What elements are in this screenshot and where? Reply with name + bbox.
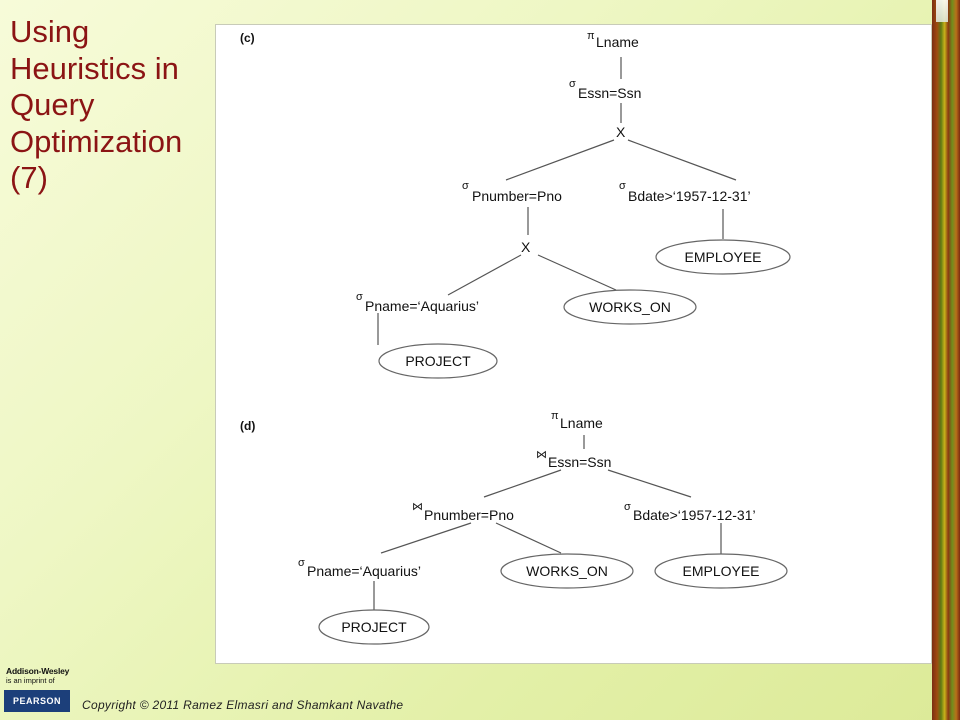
sigma-symbol: σ	[356, 291, 363, 303]
node-works-on: WORKS_ON	[526, 563, 608, 579]
node-project-lname: Lname	[560, 415, 603, 431]
logo-publisher: PEARSON	[4, 690, 70, 712]
node-join-pnumber: Pnumber=Pno	[424, 507, 514, 523]
pi-symbol: π	[587, 30, 595, 42]
copyright-notice: Copyright © 2011 Ramez Elmasri and Shamk…	[82, 698, 404, 712]
relation-ellipse	[655, 239, 791, 275]
node-works-on: WORKS_ON	[589, 299, 671, 315]
tree-c: (c) π Lname σ Essn=Ssn X σ Pnumber=Pno σ…	[240, 30, 791, 379]
node-select-pname: Pname=‘Aquarius’	[365, 298, 479, 314]
label-c: (c)	[240, 31, 255, 45]
title-line: Optimization	[10, 123, 183, 159]
decorative-stripe-highlight	[936, 0, 948, 22]
node-employee: EMPLOYEE	[682, 563, 759, 579]
node-select-essn: Essn=Ssn	[578, 85, 641, 101]
query-tree-svg: (c) π Lname σ Essn=Ssn X σ Pnumber=Pno σ…	[240, 30, 791, 645]
logo-tagline: is an imprint of	[6, 676, 55, 685]
node-project: PROJECT	[405, 353, 471, 369]
node-select-bdate: Bdate>‘1957-12-31’	[633, 507, 756, 523]
title-line: Query	[10, 87, 95, 122]
join-symbol: ⋈	[412, 501, 423, 513]
tree-d: (d) π Lname ⋈ Essn=Ssn ⋈ Pnumber=Pno σ B…	[240, 410, 788, 645]
relation-ellipse	[563, 289, 697, 325]
node-select-pname: Pname=‘Aquarius’	[307, 563, 421, 579]
query-tree-figure: (c) π Lname σ Essn=Ssn X σ Pnumber=Pno σ…	[215, 24, 932, 664]
slide-title: Using Heuristics in Query Optimization (…	[10, 14, 215, 197]
relation-ellipse	[318, 609, 430, 645]
node-project-lname: Lname	[596, 34, 639, 50]
node-employee: EMPLOYEE	[684, 249, 761, 265]
title-line: Using	[10, 14, 90, 49]
pi-symbol: π	[551, 410, 559, 422]
logo-brand: Addison-Wesley	[6, 666, 70, 676]
sigma-symbol: σ	[298, 557, 305, 569]
label-d: (d)	[240, 419, 255, 433]
sigma-symbol: σ	[462, 180, 469, 192]
tree-d-edges	[373, 435, 722, 613]
sigma-symbol: σ	[619, 180, 626, 192]
sigma-symbol: σ	[624, 501, 631, 513]
relation-ellipse	[500, 553, 634, 589]
decorative-side-stripe	[932, 0, 960, 720]
node-cross-product: X	[521, 239, 531, 255]
node-select-bdate: Bdate>‘1957-12-31’	[628, 188, 751, 204]
tree-c-edges	[377, 57, 737, 345]
title-line: (7)	[10, 160, 48, 195]
title-line: Heuristics in	[10, 50, 179, 86]
sigma-symbol: σ	[569, 78, 576, 90]
node-project: PROJECT	[341, 619, 407, 635]
node-select-pnumber: Pnumber=Pno	[472, 188, 562, 204]
publisher-logo: Addison-Wesley is an imprint of PEARSON	[0, 664, 74, 720]
relation-ellipse	[378, 343, 498, 379]
node-join-essn: Essn=Ssn	[548, 454, 611, 470]
join-symbol: ⋈	[536, 449, 547, 461]
node-cross-product: X	[616, 124, 626, 140]
relation-ellipse	[654, 553, 788, 589]
